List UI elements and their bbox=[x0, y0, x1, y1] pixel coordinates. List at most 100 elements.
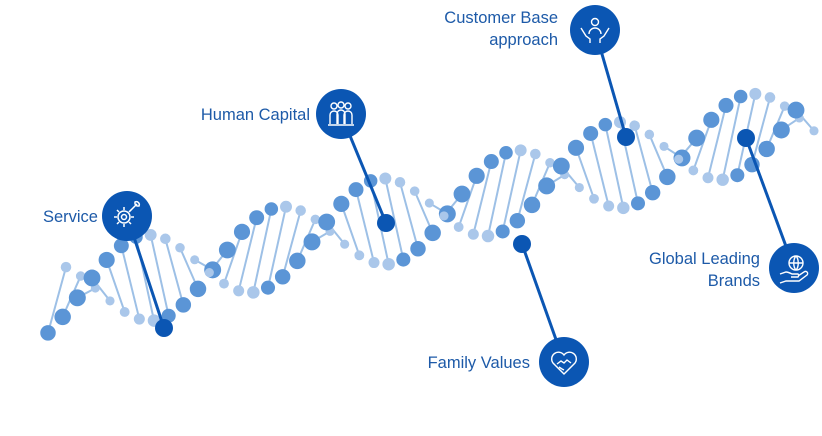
helix-rung bbox=[120, 245, 141, 320]
helix-bead bbox=[574, 182, 584, 193]
label-service: Service bbox=[42, 208, 98, 226]
label-customer-base: Customer Base approach bbox=[444, 9, 558, 49]
connector-global-brands-node bbox=[737, 129, 755, 147]
helix-rung bbox=[692, 119, 713, 171]
helix-rung bbox=[633, 125, 654, 193]
helix-rung bbox=[105, 259, 126, 313]
helix-bead bbox=[189, 280, 207, 298]
helix-bead bbox=[772, 121, 790, 139]
helix-bead bbox=[68, 289, 86, 307]
connector-service-node bbox=[155, 319, 173, 337]
helix-bead bbox=[382, 257, 395, 271]
helix-bead bbox=[644, 184, 661, 201]
helix-bead bbox=[617, 201, 630, 215]
helix-bead bbox=[703, 111, 720, 128]
helix-bead bbox=[310, 214, 321, 225]
helix-bead bbox=[60, 261, 72, 273]
helix-bead bbox=[630, 196, 646, 211]
helix-bead bbox=[340, 239, 350, 249]
helix-bead bbox=[83, 269, 101, 287]
helix-bead bbox=[175, 242, 185, 253]
helix-bead bbox=[509, 213, 526, 229]
helix-bead bbox=[538, 177, 556, 195]
helix-bead bbox=[190, 255, 200, 265]
helix-bead bbox=[583, 125, 599, 141]
helix-bead bbox=[260, 280, 276, 295]
helix-rung bbox=[589, 133, 610, 207]
badge-family-values[interactable] bbox=[539, 337, 589, 387]
helix-bead bbox=[204, 267, 214, 278]
helix-bead bbox=[318, 213, 336, 231]
connector-customer-base-node bbox=[617, 128, 635, 146]
helix-bead bbox=[659, 141, 669, 151]
helix-rung bbox=[575, 147, 595, 200]
helix-rung bbox=[751, 97, 771, 165]
team-people-icon bbox=[328, 101, 354, 126]
helix-bead bbox=[718, 97, 734, 113]
heart-handshake-icon bbox=[551, 351, 577, 375]
helix-bead bbox=[567, 139, 585, 156]
helix-bead bbox=[280, 200, 292, 213]
helix-bead bbox=[249, 210, 265, 226]
helix-bead bbox=[218, 241, 236, 259]
helix-bead bbox=[481, 229, 495, 243]
gear-wrench-icon bbox=[114, 200, 141, 227]
helix-bead bbox=[787, 101, 805, 119]
helix-rung bbox=[472, 161, 493, 235]
connector-human-capital-node bbox=[377, 214, 395, 232]
helix-bead bbox=[295, 205, 306, 216]
badge-human-capital[interactable] bbox=[316, 89, 366, 139]
helix-bead bbox=[368, 257, 380, 269]
helix-bead bbox=[716, 173, 729, 186]
helix-rung bbox=[355, 189, 375, 263]
helix-rung bbox=[501, 150, 522, 232]
helix-bead bbox=[113, 238, 129, 254]
helix-bead bbox=[453, 222, 464, 232]
badge-customer-base[interactable] bbox=[570, 5, 620, 55]
label-global-brands: Global Leading Brands bbox=[648, 250, 760, 290]
helix-bead bbox=[264, 202, 279, 216]
helix-bead bbox=[467, 228, 479, 240]
connector-family-values-node bbox=[513, 235, 531, 253]
helix-bead bbox=[644, 129, 655, 140]
badge-global-brands[interactable] bbox=[769, 243, 819, 293]
helix-bead bbox=[439, 211, 449, 221]
helix-bead bbox=[733, 89, 748, 104]
helix-bead bbox=[468, 167, 485, 184]
helix-bead bbox=[219, 278, 229, 289]
helix-bead bbox=[779, 101, 790, 111]
helix-bead bbox=[499, 145, 513, 160]
helix-bead bbox=[702, 172, 714, 184]
helix-bead bbox=[289, 252, 306, 270]
helix-bead bbox=[688, 165, 699, 176]
helix-bead bbox=[409, 186, 420, 196]
helix-bead bbox=[764, 92, 776, 103]
helix-bead bbox=[424, 224, 441, 242]
helix-rung bbox=[281, 210, 302, 278]
helix-bead bbox=[523, 196, 541, 214]
helix-bead bbox=[144, 228, 157, 241]
helix-rung bbox=[707, 105, 727, 179]
helix-bead bbox=[453, 185, 471, 203]
helix-rung bbox=[252, 208, 273, 293]
helix-bead bbox=[119, 307, 130, 317]
helix-rung bbox=[149, 234, 170, 317]
helix-bead bbox=[424, 198, 434, 208]
helix-bead bbox=[545, 157, 555, 168]
label-family-values: Family Values bbox=[427, 354, 530, 372]
badge-service[interactable] bbox=[102, 191, 152, 241]
helix-bead bbox=[233, 223, 251, 240]
helix-bead bbox=[483, 154, 499, 170]
helix-rung bbox=[457, 175, 478, 228]
helix-bead bbox=[40, 325, 56, 341]
helix-rung bbox=[399, 182, 419, 250]
helix-bead bbox=[598, 117, 613, 132]
helix-bead bbox=[274, 269, 291, 285]
helix-rung bbox=[487, 152, 507, 237]
globe-hand-icon bbox=[779, 255, 809, 284]
helix-rung bbox=[47, 266, 67, 334]
helix-rung bbox=[516, 153, 537, 221]
helix-rung bbox=[721, 96, 742, 180]
helix-bead bbox=[603, 200, 615, 212]
helix-bead bbox=[688, 129, 706, 147]
